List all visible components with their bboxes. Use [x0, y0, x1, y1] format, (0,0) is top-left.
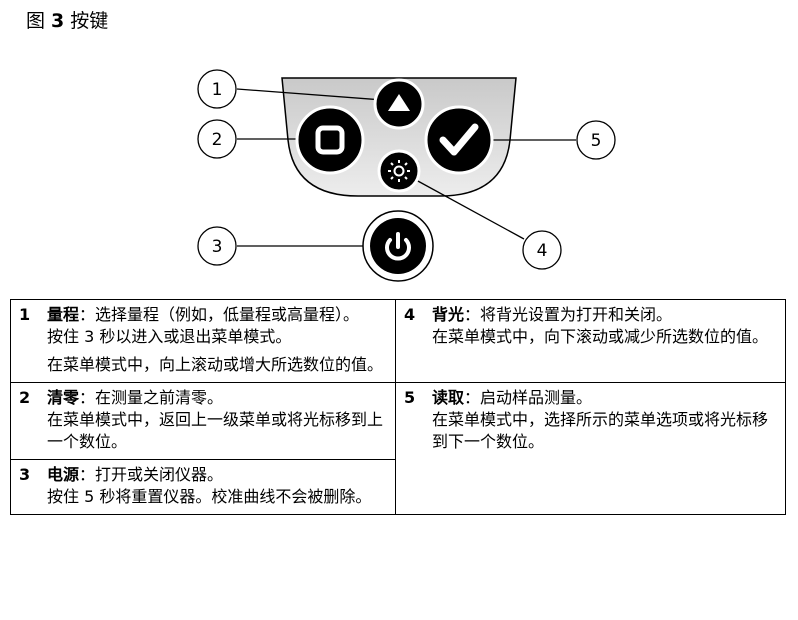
- callout-2-label: 2: [212, 130, 223, 150]
- figure-number: 3: [51, 10, 65, 32]
- leader-lines: [236, 88, 576, 247]
- legend-cell-1: 1 量程：选择量程（例如，低量程或高量程）。 按住 3 秒以进入或退出菜单模式。…: [10, 299, 396, 383]
- zero-button[interactable]: [295, 105, 365, 175]
- legend-3-hold: 按住 5 秒将重置仪器。校准曲线不会被删除。: [47, 487, 372, 506]
- button-legend-table: 1 量程：选择量程（例如，低量程或高量程）。 按住 3 秒以进入或退出菜单模式。…: [10, 299, 786, 515]
- legend-cell-4: 4 背光：将背光设置为打开和关闭。 在菜单模式中，向下滚动或减少所选数位的值。: [395, 299, 786, 383]
- up-arrow-icon: [388, 94, 410, 111]
- callout-1-label: 1: [212, 80, 223, 100]
- legend-2-term: 清零: [47, 388, 80, 407]
- legend-5-term: 读取: [432, 388, 465, 407]
- callout-5-circle: [576, 120, 616, 160]
- legend-cell-3: 3 电源：打开或关闭仪器。 按住 5 秒将重置仪器。校准曲线不会被删除。: [10, 459, 396, 515]
- legend-2-menu: 在菜单模式中，返回上一级菜单或将光标移到上一个数位。: [47, 410, 384, 451]
- callout-1-circle: [197, 69, 237, 109]
- legend-cell-5: 5 读取：启动样品测量。 在菜单模式中，选择所示的菜单选项或将光标移到下一个数位…: [395, 382, 786, 515]
- legend-1-menu: 在菜单模式中，向上滚动或增大所选数位的值。: [47, 355, 384, 374]
- legend-5-menu: 在菜单模式中，选择所示的菜单选项或将光标移到下一个数位。: [432, 410, 769, 451]
- checkmark-icon: [439, 123, 479, 156]
- legend-1-desc: ：选择量程（例如，低量程或高量程）。: [79, 305, 360, 324]
- range-button[interactable]: [373, 78, 425, 130]
- legend-4-desc: ：将背光设置为打开和关闭。: [464, 305, 673, 324]
- callout-4-circle: [522, 230, 562, 270]
- keypad-diagram: 1 2 3 4 5: [197, 69, 616, 282]
- callout-4-label: 4: [537, 241, 548, 261]
- legend-3-number: 3: [19, 465, 31, 484]
- legend-2-number: 2: [19, 388, 31, 407]
- legend-3-desc: ：打开或关闭仪器。: [79, 465, 224, 484]
- legend-4-menu: 在菜单模式中，向下滚动或减少所选数位的值。: [432, 327, 769, 346]
- power-button[interactable]: [362, 210, 434, 282]
- callout-3-circle: [197, 226, 237, 266]
- legend-1-term: 量程: [47, 305, 80, 324]
- callout-5-label: 5: [591, 131, 602, 151]
- legend-2-desc: ：在测量之前清零。: [79, 388, 224, 407]
- backlight-sun-icon: [388, 160, 410, 182]
- callout-2-circle: [197, 119, 237, 159]
- legend-3-term: 电源: [47, 465, 80, 484]
- stop-square-icon: [315, 125, 345, 155]
- read-button[interactable]: [424, 105, 494, 175]
- figure-caption: 按键: [70, 10, 109, 32]
- legend-5-desc: ：启动样品测量。: [464, 388, 593, 407]
- legend-4-number: 4: [404, 305, 416, 324]
- legend-1-number: 1: [19, 305, 31, 324]
- power-icon: [385, 232, 411, 261]
- figure-prefix: 图: [26, 10, 46, 32]
- backlight-button[interactable]: [377, 149, 421, 193]
- legend-cell-2: 2 清零：在测量之前清零。 在菜单模式中，返回上一级菜单或将光标移到上一个数位。: [10, 382, 396, 460]
- legend-5-number: 5: [404, 388, 416, 407]
- legend-4-term: 背光: [432, 305, 465, 324]
- callout-3-label: 3: [212, 237, 223, 257]
- legend-1-hold: 按住 3 秒以进入或退出菜单模式。: [47, 327, 292, 346]
